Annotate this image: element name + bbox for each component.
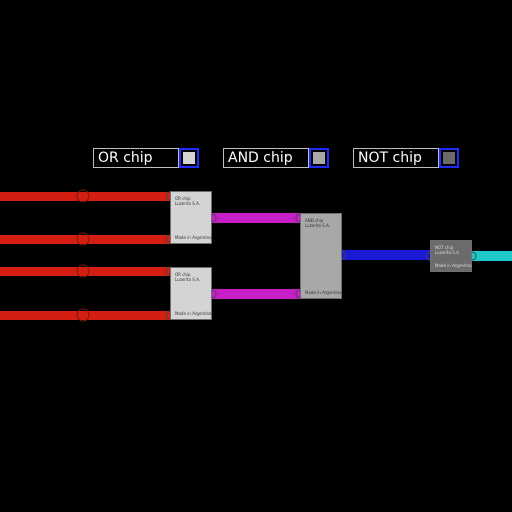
or-chip-top[interactable]: OR chip Luzerito S.A. Made in Argentina [170,191,212,244]
chip-maker-label: Luzerito S.A. [175,201,201,206]
chip-maker-label: Luzerito S.A. [305,223,331,228]
input-wire-1[interactable] [0,192,170,201]
legend-label: OR chip [93,148,179,168]
chip-origin-label: Made in Argentina [175,235,212,240]
wire-probe-icon [76,189,90,203]
legend-and-chip[interactable]: AND chip [223,148,329,168]
chip-kind-label: NOT chip [435,245,454,250]
not-output-wire[interactable] [472,251,512,261]
legend-swatch[interactable] [309,148,329,168]
chip-maker-label: Luzerito S.A. [435,250,461,255]
legend-not-chip[interactable]: NOT chip [353,148,459,168]
input-wire-3[interactable] [0,267,170,276]
input-wire-2[interactable] [0,235,170,244]
chip-origin-label: Made in Argentina [175,311,212,316]
wire-probe-icon [76,232,90,246]
wire-probe-icon [76,264,90,278]
and-chip[interactable]: AND chip Luzerito S.A. Made in Argentina [300,213,342,299]
not-chip[interactable]: NOT chip Luzerito S.A. Made in Argentina [430,240,472,272]
chip-maker-label: Luzerito S.A. [175,277,201,282]
and-output-wire[interactable] [342,250,430,260]
legend-swatch[interactable] [439,148,459,168]
legend-label: NOT chip [353,148,439,168]
or-bottom-output-wire[interactable] [212,289,300,299]
or-top-output-wire[interactable] [212,213,300,223]
chip-origin-label: Made in Argentina [435,263,472,268]
swatch-fill [183,152,195,164]
legend-or-chip[interactable]: OR chip [93,148,199,168]
swatch-fill [443,152,455,164]
or-chip-bottom[interactable]: OR chip Luzerito S.A. Made in Argentina [170,267,212,320]
legend-label: AND chip [223,148,309,168]
legend-swatch[interactable] [179,148,199,168]
chip-kind-label: OR chip [175,196,191,201]
input-wire-4[interactable] [0,311,170,320]
wire-probe-icon [76,308,90,322]
chip-kind-label: OR chip [175,272,191,277]
chip-origin-label: Made in Argentina [305,290,342,295]
swatch-fill [313,152,325,164]
chip-kind-label: AND chip [305,218,324,223]
